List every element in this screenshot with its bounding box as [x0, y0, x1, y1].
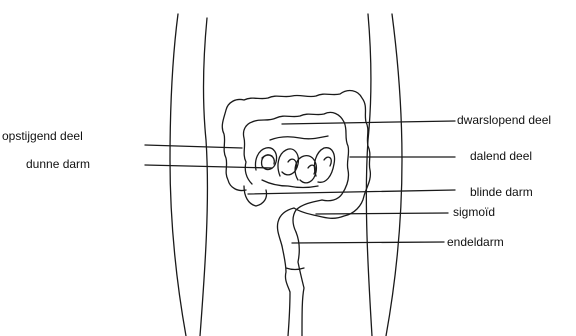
rectum-left [282, 246, 290, 336]
leader-transverse [282, 121, 455, 124]
body-outline-left-inner [200, 18, 207, 336]
small-intestine-curls [262, 155, 331, 174]
cecum [244, 186, 267, 206]
label-rectum: endeldarm [447, 235, 504, 249]
label-transverse: dwarslopend deel [457, 113, 551, 127]
leader-rectum [292, 242, 444, 243]
label-ascending: opstijgend deel [2, 129, 83, 143]
label-descending: dalend deel [470, 149, 532, 163]
small-intestine-loops [255, 136, 334, 188]
sigmoid-outer [277, 208, 294, 246]
label-cecum: blinde darm [470, 185, 533, 199]
leader-ascending [145, 145, 242, 148]
anal-band [286, 268, 304, 270]
body-outline-right-outer [386, 14, 402, 336]
leader-small-intestine [145, 165, 272, 168]
body-outline-left-outer [170, 14, 186, 336]
body-outline-right-inner [366, 14, 372, 336]
label-sigmoid: sigmoïd [453, 205, 495, 219]
leader-sigmoid [316, 213, 448, 214]
rectum-right [296, 232, 304, 336]
leader-cecum [248, 190, 455, 194]
label-small-intestine: dunne darm [26, 157, 90, 171]
